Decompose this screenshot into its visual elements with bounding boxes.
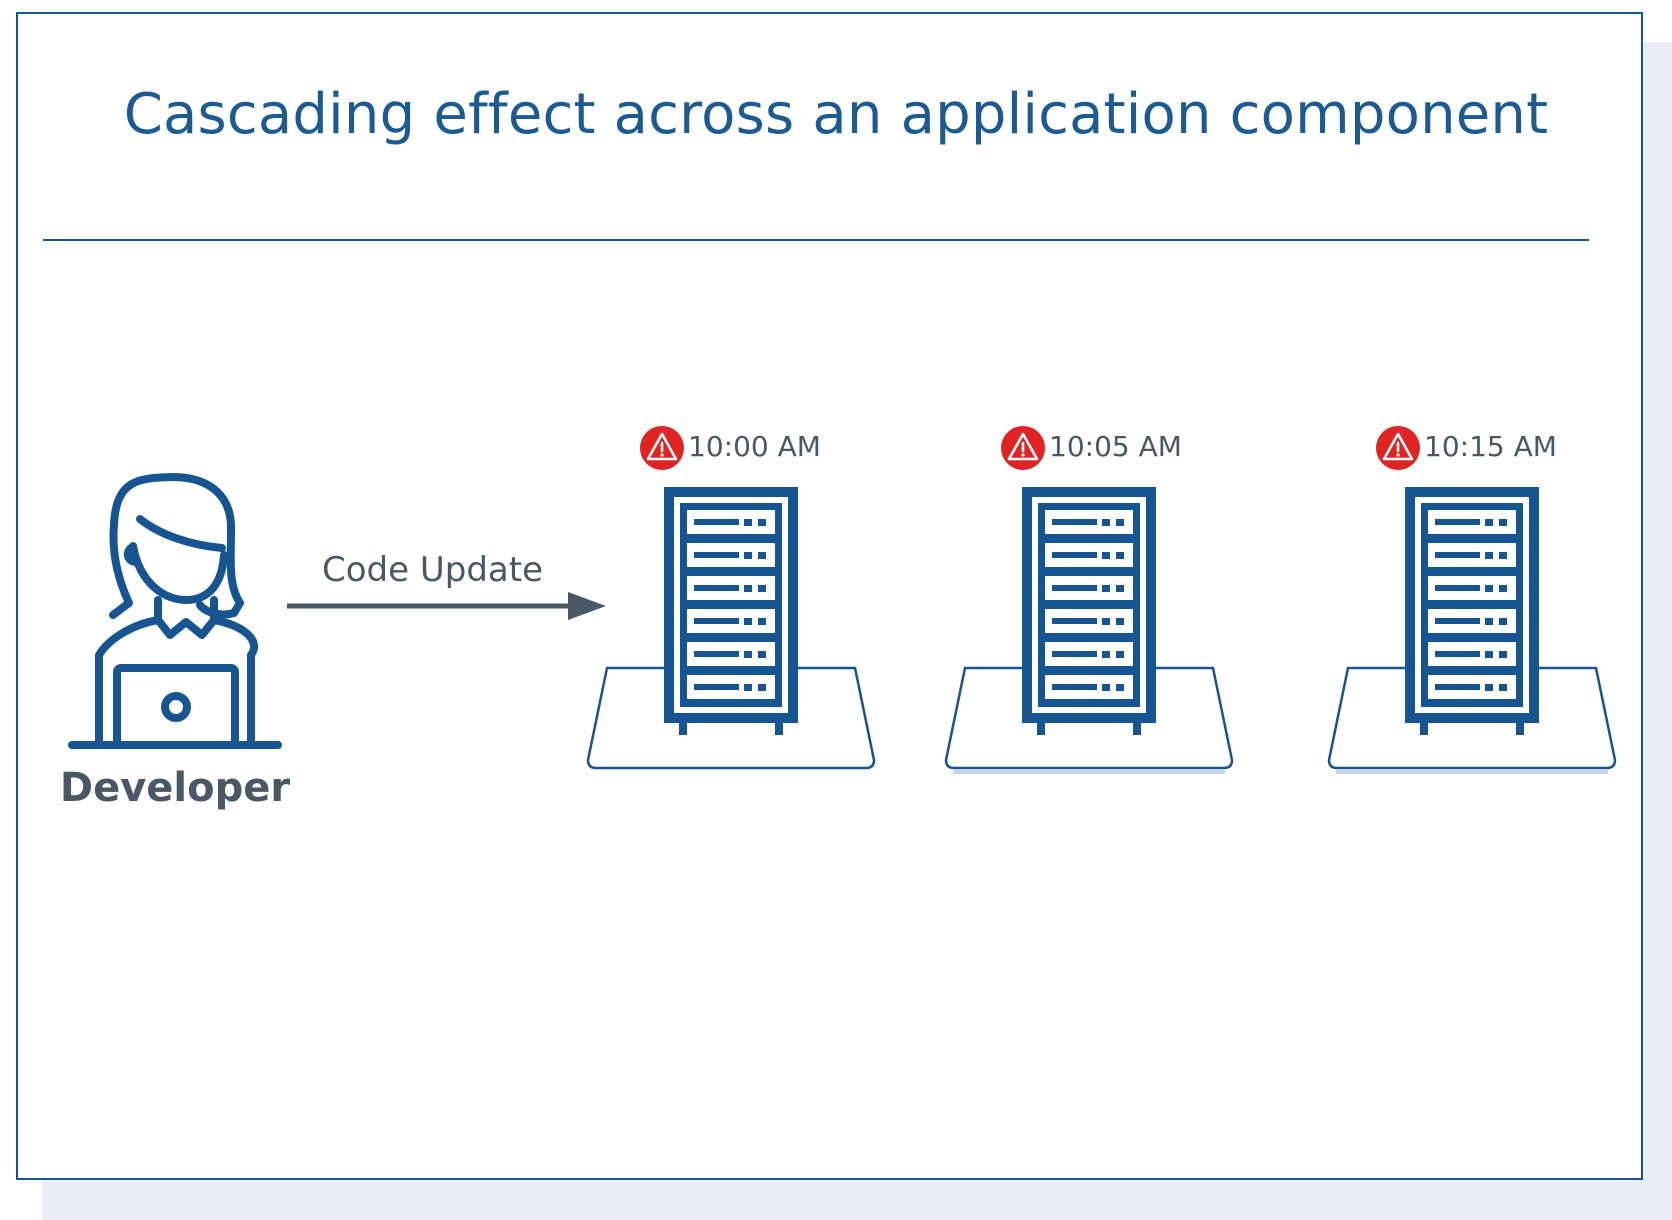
server-time-label: 10:00 AM (688, 430, 821, 463)
diagram-card (16, 12, 1643, 1180)
developer-label: Developer (59, 765, 291, 811)
warning-icon (1376, 426, 1420, 470)
server-rack-icon (586, 487, 876, 770)
warning-icon (1001, 426, 1045, 470)
warning-icon (640, 426, 684, 470)
server-rack-icon (944, 487, 1234, 774)
server-time-label: 10:05 AM (1049, 430, 1182, 463)
code-update-label: Code Update (322, 550, 543, 590)
server-rack-icon (1327, 487, 1617, 774)
server-time-label: 10:15 AM (1424, 430, 1557, 463)
title-divider (43, 239, 1589, 241)
diagram-title: Cascading effect across an application c… (123, 82, 1549, 147)
